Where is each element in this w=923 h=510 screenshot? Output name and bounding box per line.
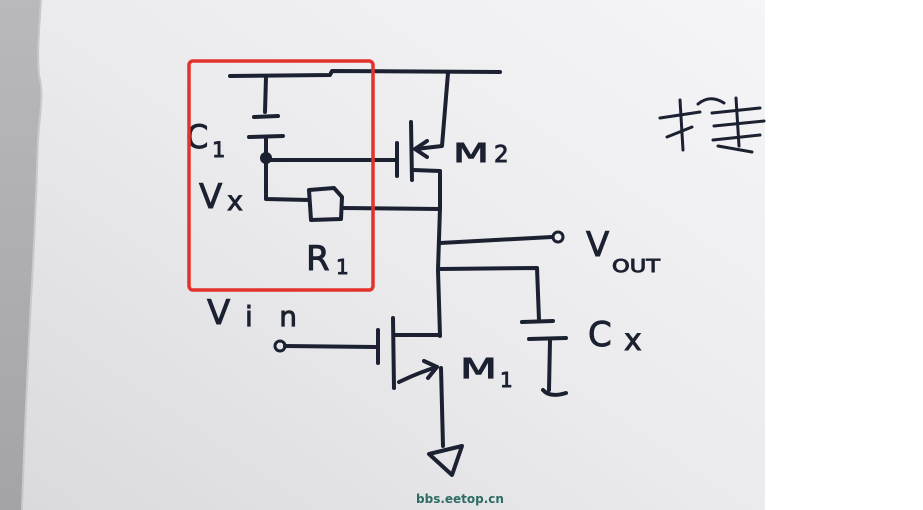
vin-label: V [207,293,230,333]
c1-label-sub: 1 [212,138,225,162]
vin-wire [283,344,378,349]
r1-label: R [306,239,330,279]
paper-edge [21,0,43,510]
cx-label: C [588,315,612,355]
cx-bottom-lead [547,338,552,392]
m1-label-sub: 1 [500,368,513,392]
cx-plate-bottom [527,336,568,341]
supply-rail [228,69,502,78]
vx-label: V [199,177,222,217]
m1-label: M [460,352,497,385]
cx-plate-top [520,319,555,324]
watermark-text: bbs.eetop.cn [416,492,504,506]
r1-left-wire [264,158,311,202]
vout-label-sub: OUT [612,256,661,277]
cx-bottom-hook [541,388,568,397]
m2-source-wire [414,71,450,151]
vout-terminal [551,230,565,244]
m1-channel [391,316,396,390]
r1-label-sub: 1 [336,255,349,279]
cx-label-sub: x [624,323,642,358]
c1-top-lead [263,75,268,114]
vout-label: V [586,225,609,265]
ground-symbol [427,444,464,477]
r1-right-wire [340,206,442,211]
paper-sheet [22,0,765,510]
handwritten-note-scribble [658,96,766,154]
highlight-box [187,59,375,292]
vout-wire [438,235,554,245]
m2-source-arrow [413,139,429,159]
m1-source-arrow [422,359,439,380]
vx-label-sub: x [227,186,243,217]
table-surface [0,0,42,510]
cx-wire [438,266,541,322]
c1-plate-top [252,114,280,119]
ground-lead [439,366,445,448]
m2-label-sub: 2 [494,142,509,168]
c1-label: C [186,118,208,156]
m2-label: M [453,139,489,169]
